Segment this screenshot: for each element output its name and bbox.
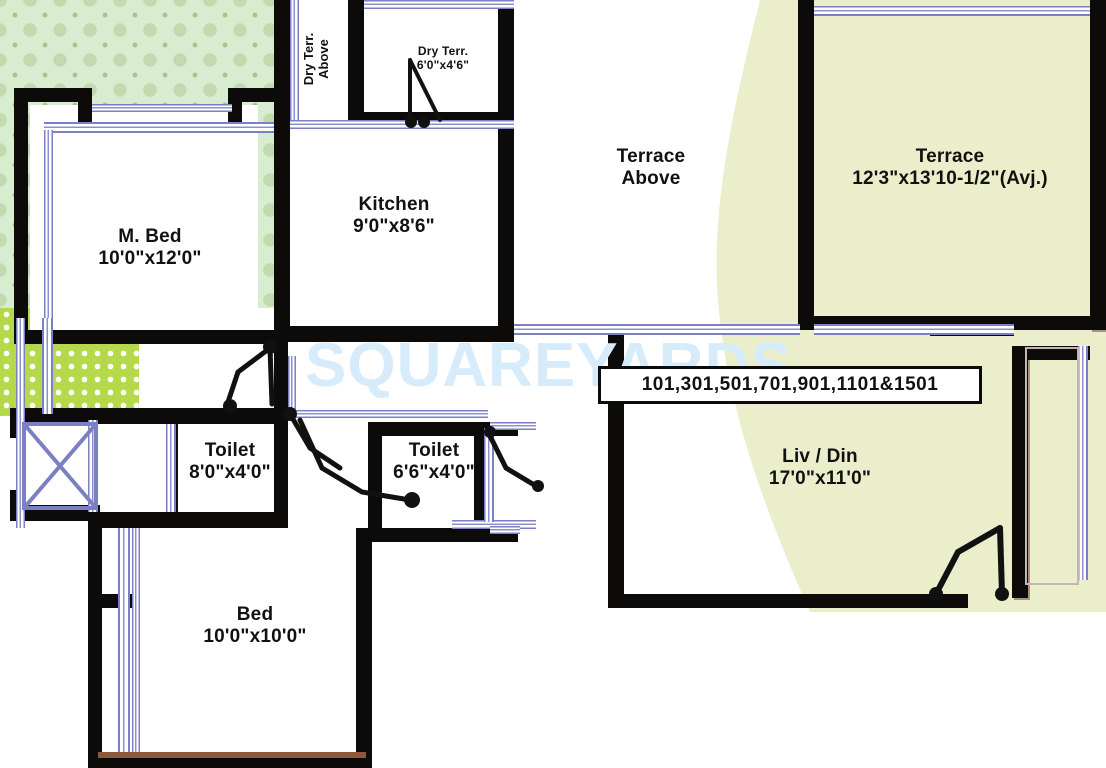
window-mid-corridor-h: [288, 410, 488, 418]
room-label-terrace: Terrace 12'3"x13'10-1/2"(Avj.): [852, 146, 1048, 190]
wall-toilet1-top: [166, 408, 288, 424]
room-label-dry-terrace: Dry Terr. 6'0"x4'6": [416, 44, 470, 73]
window-kitchen-top: [364, 0, 514, 9]
room-label-toilet-2: Toilet 6'6"x4'0": [393, 440, 475, 484]
toilet-1-room: [178, 425, 282, 517]
wall-toilet1-right: [274, 408, 288, 528]
window-hall-sill: [490, 422, 536, 430]
window-mbed-top: [44, 122, 274, 133]
window-toilet2-bottom: [452, 520, 536, 529]
unit-numbers-box: 101,301,501,701,901,1101&1501: [598, 366, 982, 404]
room-label-m-bed: M. Bed 10'0"x12'0": [98, 226, 202, 270]
window-kitchen-sill: [290, 120, 366, 129]
window-hall-sill-bottom: [490, 526, 520, 534]
window-mid-corridor: [288, 356, 296, 418]
window-shaft-left2: [42, 318, 53, 414]
room-label-bed: Bed 10'0"x10'0": [203, 604, 307, 648]
room-label-liv-din: Liv / Din 17'0"x11'0": [768, 446, 872, 490]
wall-toilet2-bottom: [368, 528, 488, 542]
window-bed-left2: [132, 528, 140, 758]
wall-kitchen-right: [498, 0, 514, 336]
annotation-dry-terr-above: Dry Terr. Above: [301, 6, 332, 112]
wall-terrace-right: [1090, 0, 1106, 330]
window-kitchen-bottom: [514, 324, 800, 335]
wall-mbed-stub-left: [228, 88, 242, 128]
wall-toilet2-top: [368, 422, 488, 436]
wall-dryterr-above-right: [348, 0, 364, 120]
liv-din-room: [620, 405, 1024, 595]
wall-bed-bottom: [88, 756, 372, 768]
window-liv-right: [1078, 346, 1088, 580]
window-mbed-top-outer: [92, 104, 232, 112]
window-mbed-left: [44, 130, 53, 330]
unit-numbers-text: 101,301,501,701,901,1101&1501: [641, 374, 939, 395]
m-bed-room: [30, 105, 258, 330]
window-bed-left: [118, 528, 130, 758]
room-label-terrace-above: Terrace Above: [616, 146, 686, 190]
room-label-kitchen: Kitchen 9'0"x8'6": [353, 194, 435, 238]
kitchen-room: [300, 120, 498, 320]
annotation-line2: Above: [315, 39, 331, 79]
wall-mbed-bottom: [14, 330, 274, 344]
wall-toilet1-bottom: [100, 512, 288, 528]
wall-mid-vertical: [274, 342, 288, 414]
wall-corridor-left: [88, 512, 102, 768]
annotation-line1: Dry Terr.: [301, 32, 316, 86]
wall-mbed-top-right: [228, 88, 288, 102]
wall-mbed-top-left: [14, 88, 92, 102]
wall-mbed-right: [274, 0, 290, 342]
window-dryterr-above-left: [290, 0, 299, 120]
window-shaft-inner: [88, 420, 98, 512]
bed-room: [110, 530, 360, 768]
window-shaft-left: [16, 318, 25, 528]
wall-terrace-left: [798, 0, 814, 330]
room-label-toilet-1: Toilet 8'0"x4'0": [189, 440, 271, 484]
window-toilet1-left: [166, 424, 176, 512]
wall-mbed-stub-right: [78, 88, 92, 128]
wall-bed-right: [356, 528, 372, 768]
wall-liv-right: [1012, 346, 1028, 598]
wall-liv-bottom: [608, 594, 968, 608]
window-terrace-bottom: [814, 324, 1014, 335]
window-dryterr-sill: [366, 120, 514, 129]
wall-mbed-left-outer: [14, 88, 28, 330]
window-bed-bottom-sill: [98, 752, 366, 758]
window-terrace-top: [814, 6, 1090, 16]
wall-kitchen-bottom: [274, 326, 514, 342]
